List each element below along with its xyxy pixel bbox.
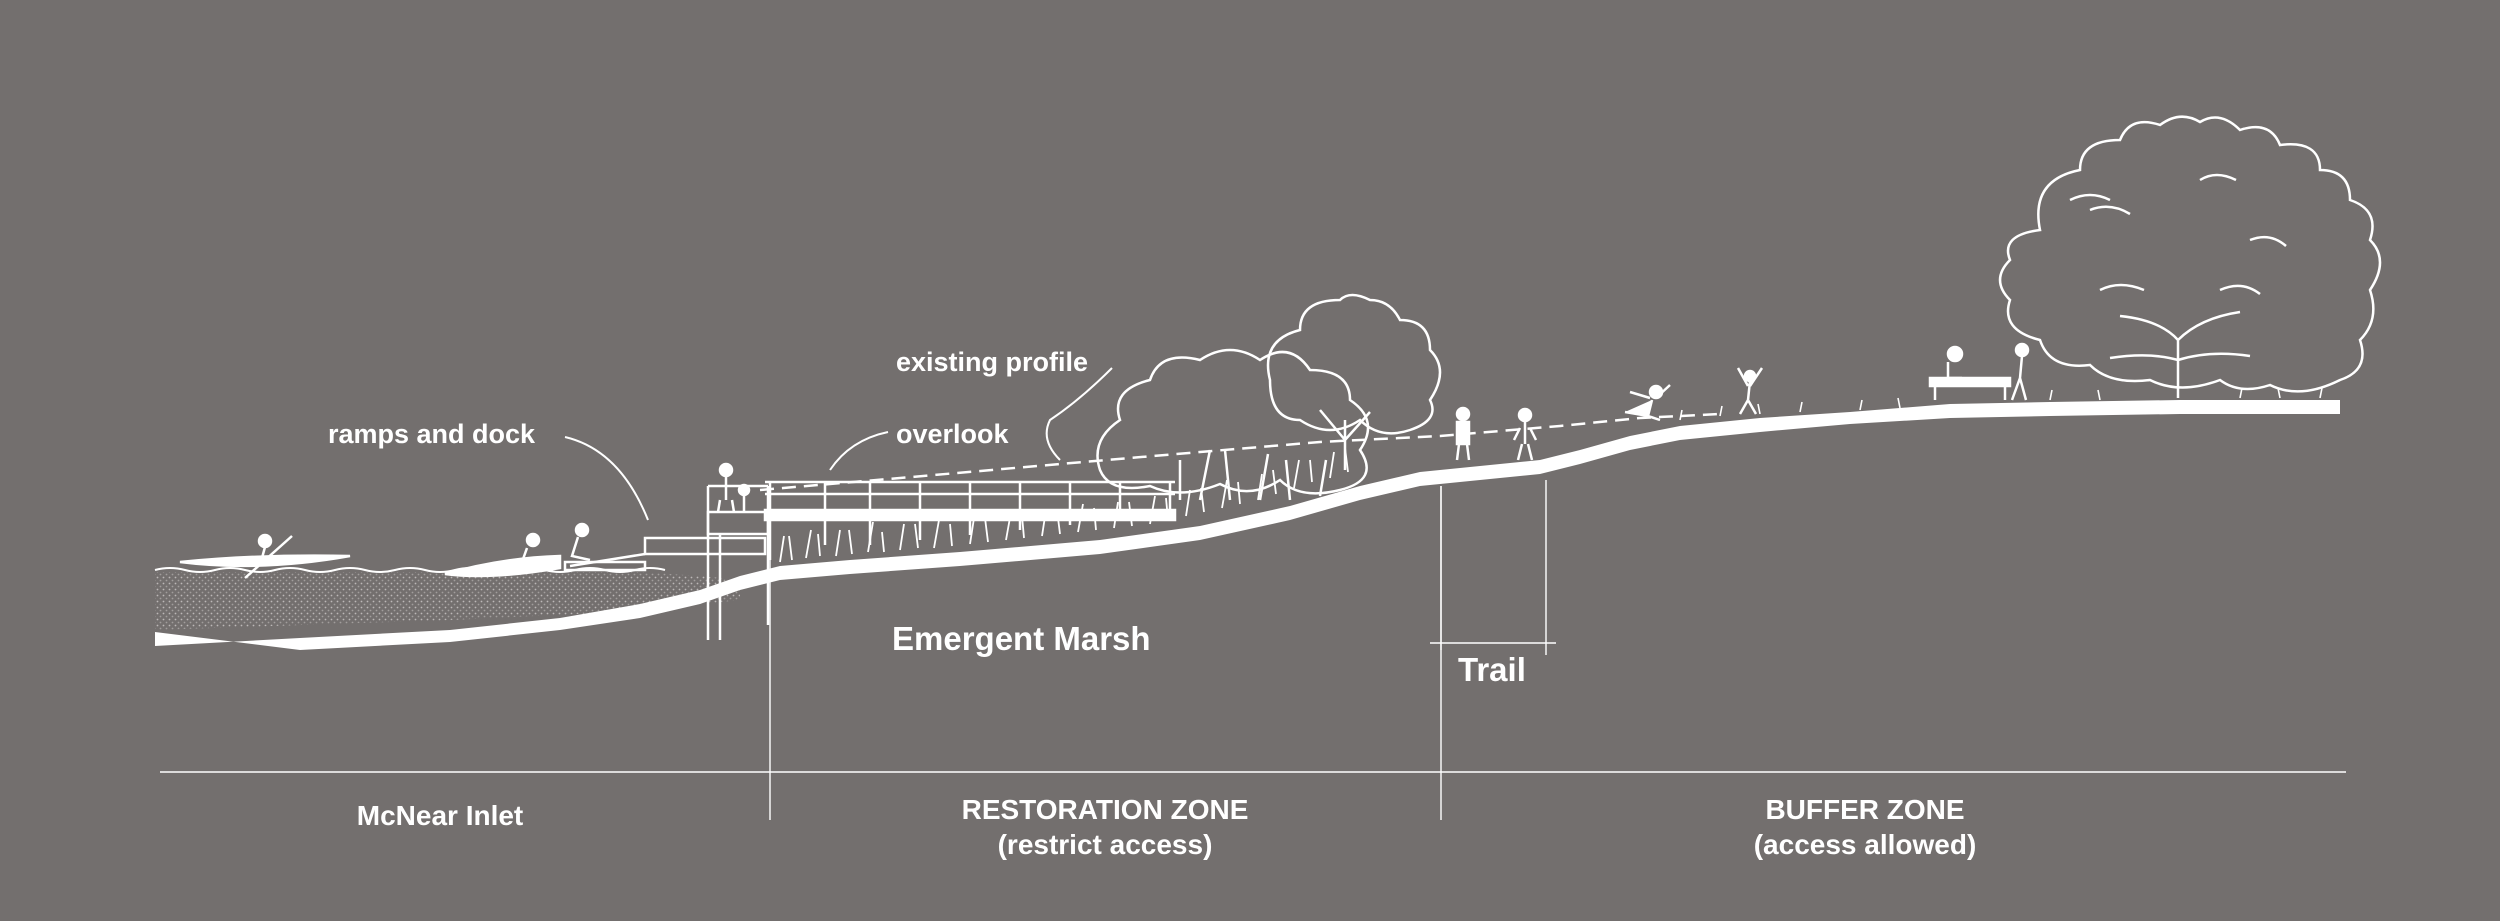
ramps-dock-leader <box>564 436 649 521</box>
marsh-grass <box>779 447 1349 563</box>
bench-icon <box>1928 342 2030 401</box>
ramps-and-dock-label: ramps and dock <box>328 419 536 449</box>
existing-profile-leader <box>1045 367 1113 461</box>
overlook-platform <box>706 484 770 640</box>
boardwalk <box>763 480 1177 560</box>
tree-icon <box>1266 293 1442 470</box>
existing-profile-line <box>759 412 1721 492</box>
kayak-icon <box>179 533 351 579</box>
zone-restoration-title: RESTORATION ZONE <box>961 794 1249 825</box>
person-icon <box>1455 406 1538 461</box>
zone-buffer: BUFFER ZONE (access allowed) <box>1665 792 2065 862</box>
existing-profile-label: existing profile <box>896 347 1089 377</box>
zone-restoration: RESTORATION ZONE (restrict access) <box>905 792 1305 862</box>
zone-inlet: McNear Inlet <box>300 798 580 833</box>
zone-buffer-note: (access allowed) <box>1753 829 1977 860</box>
overlook-leader <box>829 431 889 471</box>
buffer-grass <box>1679 387 2323 421</box>
person-icon <box>716 462 751 513</box>
person-icon <box>1624 367 1764 422</box>
water-body <box>155 572 740 630</box>
dimension-lines <box>160 480 2346 820</box>
zone-inlet-title: McNear Inlet <box>356 800 524 831</box>
tree-icon <box>1998 115 2382 398</box>
zone-restoration-note: (restrict access) <box>997 829 1213 860</box>
tree-icon <box>1096 348 1370 501</box>
overlook-label: overlook <box>896 419 1009 449</box>
trail-label: Trail <box>1458 651 1526 688</box>
leader-arrows <box>564 367 1113 521</box>
rowboat-icon <box>444 522 591 578</box>
ground-profile <box>155 400 2340 650</box>
emergent-marsh-label: Emergent Marsh <box>892 620 1151 657</box>
ramp <box>563 536 767 572</box>
zone-buffer-title: BUFFER ZONE <box>1765 794 1965 825</box>
